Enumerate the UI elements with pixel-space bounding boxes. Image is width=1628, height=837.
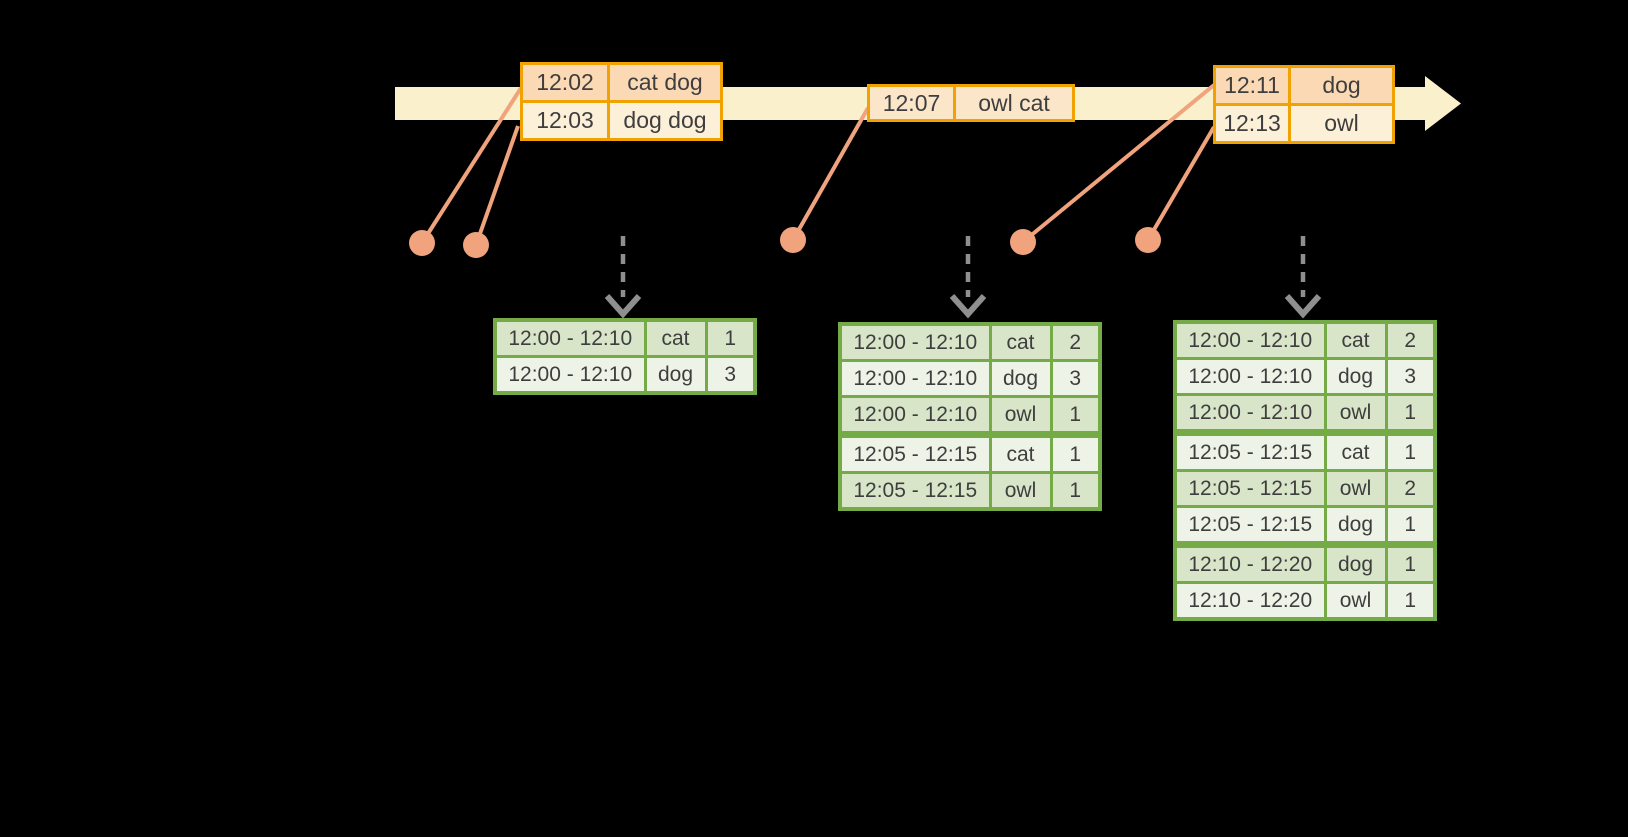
- window-cell: 12:05 - 12:15: [1173, 505, 1327, 548]
- count-cell: 1: [1384, 505, 1437, 548]
- word-cell: owl: [1323, 469, 1388, 508]
- window-cell: 12:05 - 12:15: [1173, 469, 1327, 508]
- event-connector-line: [420, 86, 523, 245]
- window-cell: 12:00 - 12:10: [493, 318, 647, 358]
- window-cell: 12:00 - 12:10: [838, 395, 992, 438]
- window-cell: 12:10 - 12:20: [1173, 581, 1327, 621]
- window-cell: 12:10 - 12:20: [1173, 543, 1327, 584]
- count-cell: 1: [1049, 471, 1102, 511]
- table-row: 12:10 - 12:20 owl 1: [1173, 581, 1437, 621]
- event-time-cell: 12:07: [867, 84, 956, 122]
- event-connector-line: [791, 107, 870, 241]
- table-row: 12:10 - 12:20 dog 1: [1173, 543, 1437, 584]
- table-row: 12:05 - 12:15 owl 2: [1173, 469, 1437, 508]
- event-connector-line: [1146, 125, 1216, 242]
- count-cell: 2: [1049, 322, 1102, 362]
- down-arrowhead-icon: [1284, 294, 1322, 319]
- word-cell: dog: [643, 355, 708, 395]
- event-table-1: 12:02 cat dog 12:03 dog dog: [520, 62, 723, 141]
- table-row: 12:11 dog: [1213, 65, 1395, 106]
- count-cell: 2: [1384, 320, 1437, 360]
- trigger-dot: [780, 227, 806, 253]
- result-table-2: 12:00 - 12:10 cat 2 12:00 - 12:10 dog 3 …: [838, 322, 1102, 511]
- table-row: 12:05 - 12:15 dog 1: [1173, 505, 1437, 548]
- count-cell: 3: [704, 355, 757, 395]
- window-cell: 12:00 - 12:10: [1173, 357, 1327, 396]
- window-cell: 12:00 - 12:10: [493, 355, 647, 395]
- word-cell: cat: [1323, 431, 1388, 472]
- word-cell: dog: [1323, 505, 1388, 548]
- event-table-2: 12:07 owl cat: [867, 84, 1075, 122]
- count-cell: 1: [1384, 431, 1437, 472]
- event-time-cell: 12:13: [1213, 103, 1291, 144]
- word-cell: cat: [643, 318, 708, 358]
- count-cell: 2: [1384, 469, 1437, 508]
- word-cell: owl: [988, 471, 1053, 511]
- word-cell: dog: [1323, 357, 1388, 396]
- event-connector-line: [474, 125, 520, 246]
- event-words-cell: dog dog: [607, 100, 723, 141]
- count-cell: 3: [1384, 357, 1437, 396]
- table-row: 12:00 - 12:10 owl 1: [838, 395, 1102, 438]
- result-table-1: 12:00 - 12:10 cat 1 12:00 - 12:10 dog 3: [493, 318, 757, 395]
- down-arrowhead-icon: [604, 294, 642, 319]
- event-words-cell: owl cat: [953, 84, 1075, 122]
- word-cell: cat: [1323, 320, 1388, 360]
- event-words-cell: dog: [1288, 65, 1395, 106]
- count-cell: 1: [1384, 543, 1437, 584]
- window-cell: 12:05 - 12:15: [1173, 431, 1327, 472]
- count-cell: 1: [1049, 433, 1102, 474]
- table-row: 12:00 - 12:10 dog 3: [493, 355, 757, 395]
- event-words-cell: cat dog: [607, 62, 723, 103]
- count-cell: 1: [704, 318, 757, 358]
- count-cell: 1: [1384, 581, 1437, 621]
- table-row: 12:13 owl: [1213, 103, 1395, 144]
- trigger-dot: [409, 230, 435, 256]
- table-row: 12:00 - 12:10 dog 3: [838, 359, 1102, 398]
- event-connector-line: [1021, 83, 1216, 244]
- table-row: 12:05 - 12:15 cat 1: [838, 433, 1102, 474]
- result-table-3: 12:00 - 12:10 cat 2 12:00 - 12:10 dog 3 …: [1173, 320, 1437, 621]
- table-row: 12:02 cat dog: [520, 62, 723, 103]
- count-cell: 3: [1049, 359, 1102, 398]
- table-row: 12:05 - 12:15 cat 1: [1173, 431, 1437, 472]
- window-cell: 12:05 - 12:15: [838, 433, 992, 474]
- table-row: 12:05 - 12:15 owl 1: [838, 471, 1102, 511]
- event-time-cell: 12:02: [520, 62, 610, 103]
- window-cell: 12:05 - 12:15: [838, 471, 992, 511]
- trigger-dot: [1135, 227, 1161, 253]
- event-table-3: 12:11 dog 12:13 owl: [1213, 65, 1395, 144]
- window-cell: 12:00 - 12:10: [838, 322, 992, 362]
- trigger-dot: [463, 232, 489, 258]
- table-row: 12:00 - 12:10 cat 1: [493, 318, 757, 358]
- window-cell: 12:00 - 12:10: [838, 359, 992, 398]
- word-cell: cat: [988, 433, 1053, 474]
- event-time-cell: 12:11: [1213, 65, 1291, 106]
- window-cell: 12:00 - 12:10: [1173, 393, 1327, 436]
- word-cell: owl: [1323, 393, 1388, 436]
- count-cell: 1: [1049, 395, 1102, 438]
- down-arrowhead-icon: [949, 294, 987, 319]
- table-row: 12:00 - 12:10 cat 2: [1173, 320, 1437, 360]
- window-cell: 12:00 - 12:10: [1173, 320, 1327, 360]
- table-row: 12:00 - 12:10 cat 2: [838, 322, 1102, 362]
- word-cell: owl: [1323, 581, 1388, 621]
- word-cell: cat: [988, 322, 1053, 362]
- word-cell: dog: [988, 359, 1053, 398]
- event-time-cell: 12:03: [520, 100, 610, 141]
- table-row: 12:00 - 12:10 dog 3: [1173, 357, 1437, 396]
- table-row: 12:03 dog dog: [520, 100, 723, 141]
- word-cell: owl: [988, 395, 1053, 438]
- trigger-dot: [1010, 229, 1036, 255]
- table-row: 12:00 - 12:10 owl 1: [1173, 393, 1437, 436]
- count-cell: 1: [1384, 393, 1437, 436]
- table-row: 12:07 owl cat: [867, 84, 1075, 122]
- word-cell: dog: [1323, 543, 1388, 584]
- event-words-cell: owl: [1288, 103, 1395, 144]
